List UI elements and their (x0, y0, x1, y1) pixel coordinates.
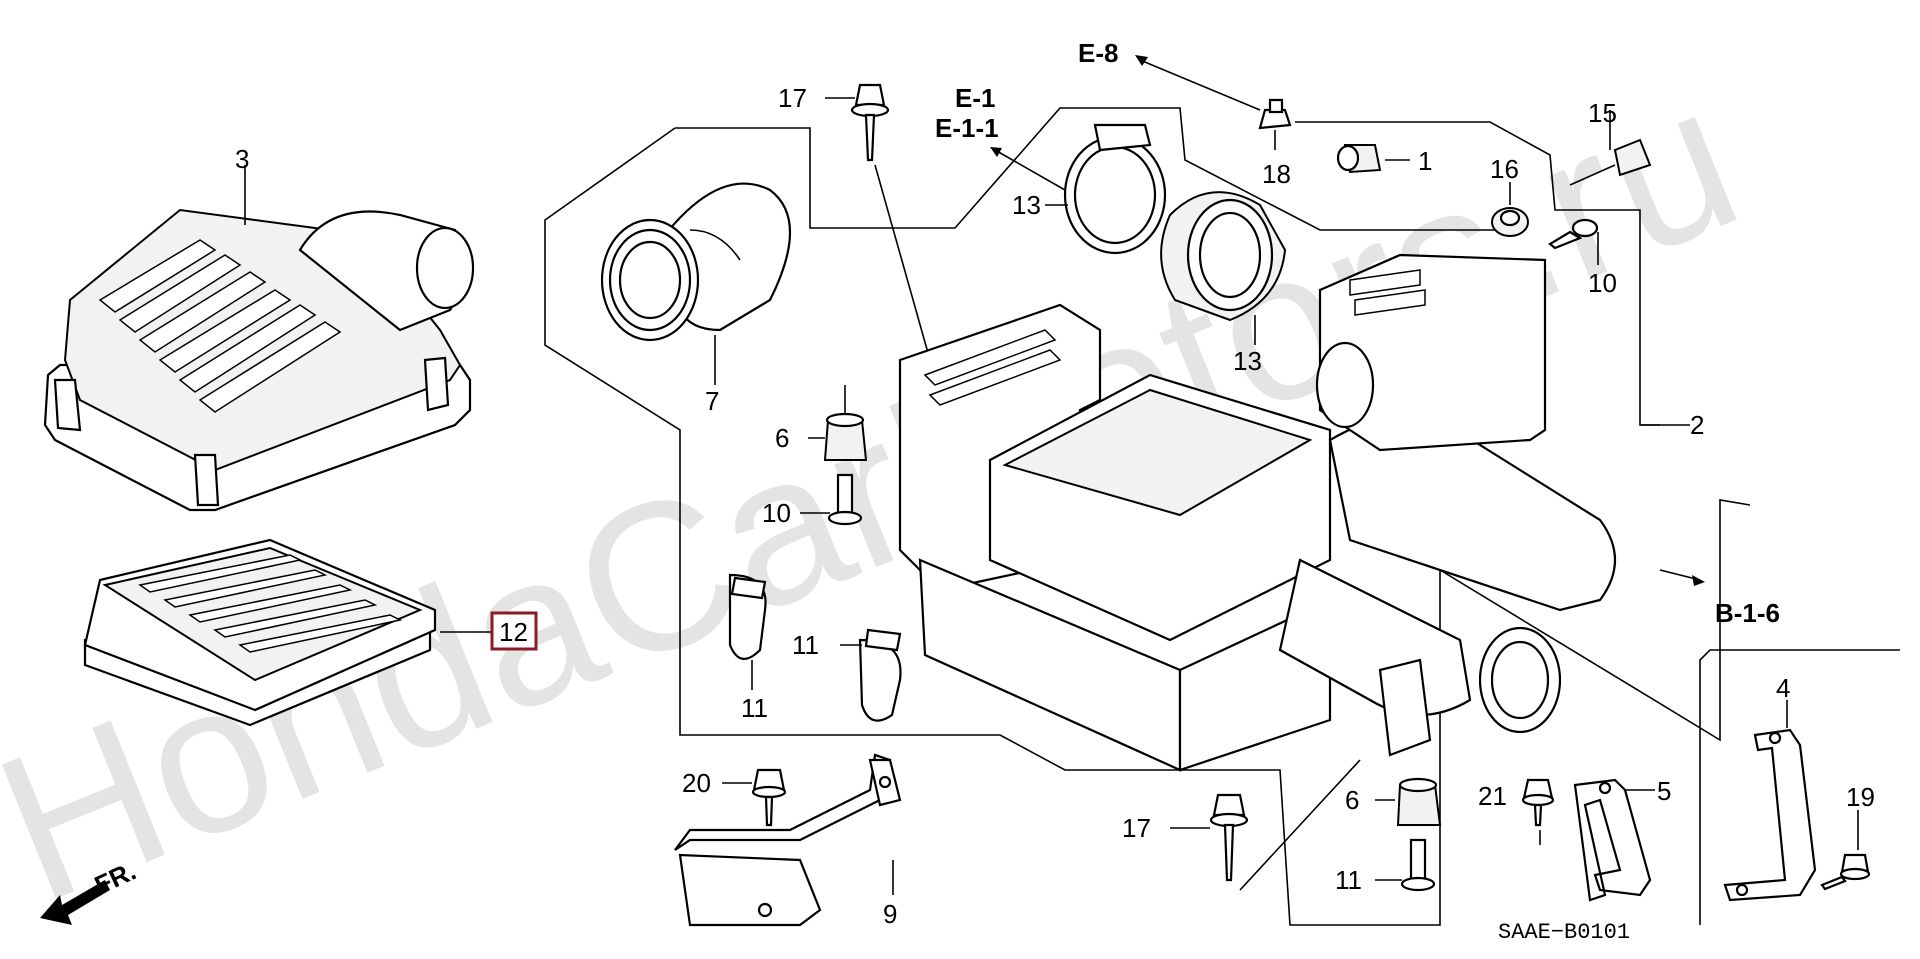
part-18-clip[interactable] (1258, 98, 1292, 130)
callout-6-left[interactable]: 6 (775, 423, 789, 453)
leader-17-top-b (874, 164, 931, 361)
part-17-bolt-bottom[interactable] (1209, 793, 1249, 882)
part-15-sensor[interactable] (1569, 138, 1652, 186)
ref-e-1[interactable]: E-1 (955, 83, 995, 113)
part-10-collar-right[interactable] (1400, 838, 1436, 892)
callout-11-b[interactable]: 11 (792, 630, 819, 660)
callout-17-bottom[interactable]: 17 (1122, 813, 1151, 843)
part-6-mount-left[interactable] (823, 412, 868, 461)
part-1-grommet[interactable] (1336, 144, 1382, 174)
part-16-grommet[interactable] (1491, 207, 1529, 237)
callout-1[interactable]: 1 (1418, 146, 1432, 176)
part-5-bracket[interactable] (1573, 778, 1652, 902)
diagram-code: SAAE−B0101 (1498, 920, 1630, 945)
part-9-bracket[interactable] (674, 753, 902, 927)
part-4-bracket[interactable] (1723, 728, 1817, 902)
callout-14[interactable]: 13 (1012, 190, 1041, 220)
part-3-upper-cover[interactable] (43, 208, 475, 512)
part-11-clip-b[interactable] (858, 628, 902, 722)
part-2-cleaner-housing[interactable] (898, 253, 1617, 772)
callout-18[interactable]: 18 (1262, 159, 1291, 189)
part-7-intake-tube[interactable] (600, 182, 792, 342)
assembly-outline (544, 127, 1751, 926)
callout-12[interactable]: 12 (499, 617, 528, 647)
arrowhead-b-1-6 (1692, 575, 1705, 586)
part-20-bolt[interactable] (751, 768, 787, 827)
callout-10-right[interactable]: 11 (1335, 865, 1362, 895)
callout-5[interactable]: 5 (1657, 776, 1671, 806)
callout-13[interactable]: 13 (1233, 346, 1262, 376)
callout-16[interactable]: 16 (1490, 154, 1519, 184)
callout-8[interactable]: 10 (1588, 268, 1617, 298)
ref-b-1-6[interactable]: B-1-6 (1715, 598, 1780, 628)
part-13-rubber-joint[interactable] (1160, 191, 1287, 322)
assembly-outline-top (675, 107, 1521, 231)
callout-6-right[interactable]: 6 (1345, 785, 1359, 815)
callout-4[interactable]: 4 (1776, 673, 1790, 703)
part-19-bolt[interactable] (1820, 853, 1871, 891)
part-6-mount-right[interactable] (1396, 777, 1442, 826)
part-8-pin[interactable] (1548, 218, 1599, 250)
arrowhead-e-1 (990, 147, 1002, 157)
part-17-bolt-top[interactable] (850, 83, 890, 162)
callout-2[interactable]: 2 (1690, 410, 1704, 440)
leader-e-1 (994, 149, 1066, 191)
part-12-filter-element[interactable] (83, 538, 437, 727)
leader-e-8 (1139, 59, 1261, 111)
callout-20[interactable]: 20 (682, 768, 711, 798)
inset-outline (1699, 649, 1900, 925)
callout-17-top[interactable]: 17 (778, 83, 807, 113)
part-10-collar-left[interactable] (827, 473, 863, 526)
callout-21[interactable]: 21 (1478, 781, 1507, 811)
part-21-bolt[interactable] (1521, 778, 1555, 827)
callout-3[interactable]: 3 (235, 144, 249, 174)
ref-e-1-1[interactable]: E-1-1 (935, 113, 999, 143)
callout-9[interactable]: 9 (883, 899, 897, 929)
callout-10-left[interactable]: 10 (762, 498, 791, 528)
leader-17-bottom-b (1239, 759, 1361, 891)
fr-arrow-icon (40, 880, 110, 925)
arrowhead-e-8 (1135, 55, 1148, 66)
callout-12-highlight-box[interactable] (490, 611, 538, 651)
part-14-clamp[interactable] (1063, 123, 1167, 255)
callout-7[interactable]: 7 (705, 386, 719, 416)
callout-15[interactable]: 15 (1588, 98, 1617, 128)
part-11-clip-a[interactable] (728, 573, 767, 660)
callout-19[interactable]: 19 (1846, 782, 1875, 812)
callout-11-a[interactable]: 11 (741, 693, 768, 723)
ref-e-8[interactable]: E-8 (1078, 38, 1118, 68)
